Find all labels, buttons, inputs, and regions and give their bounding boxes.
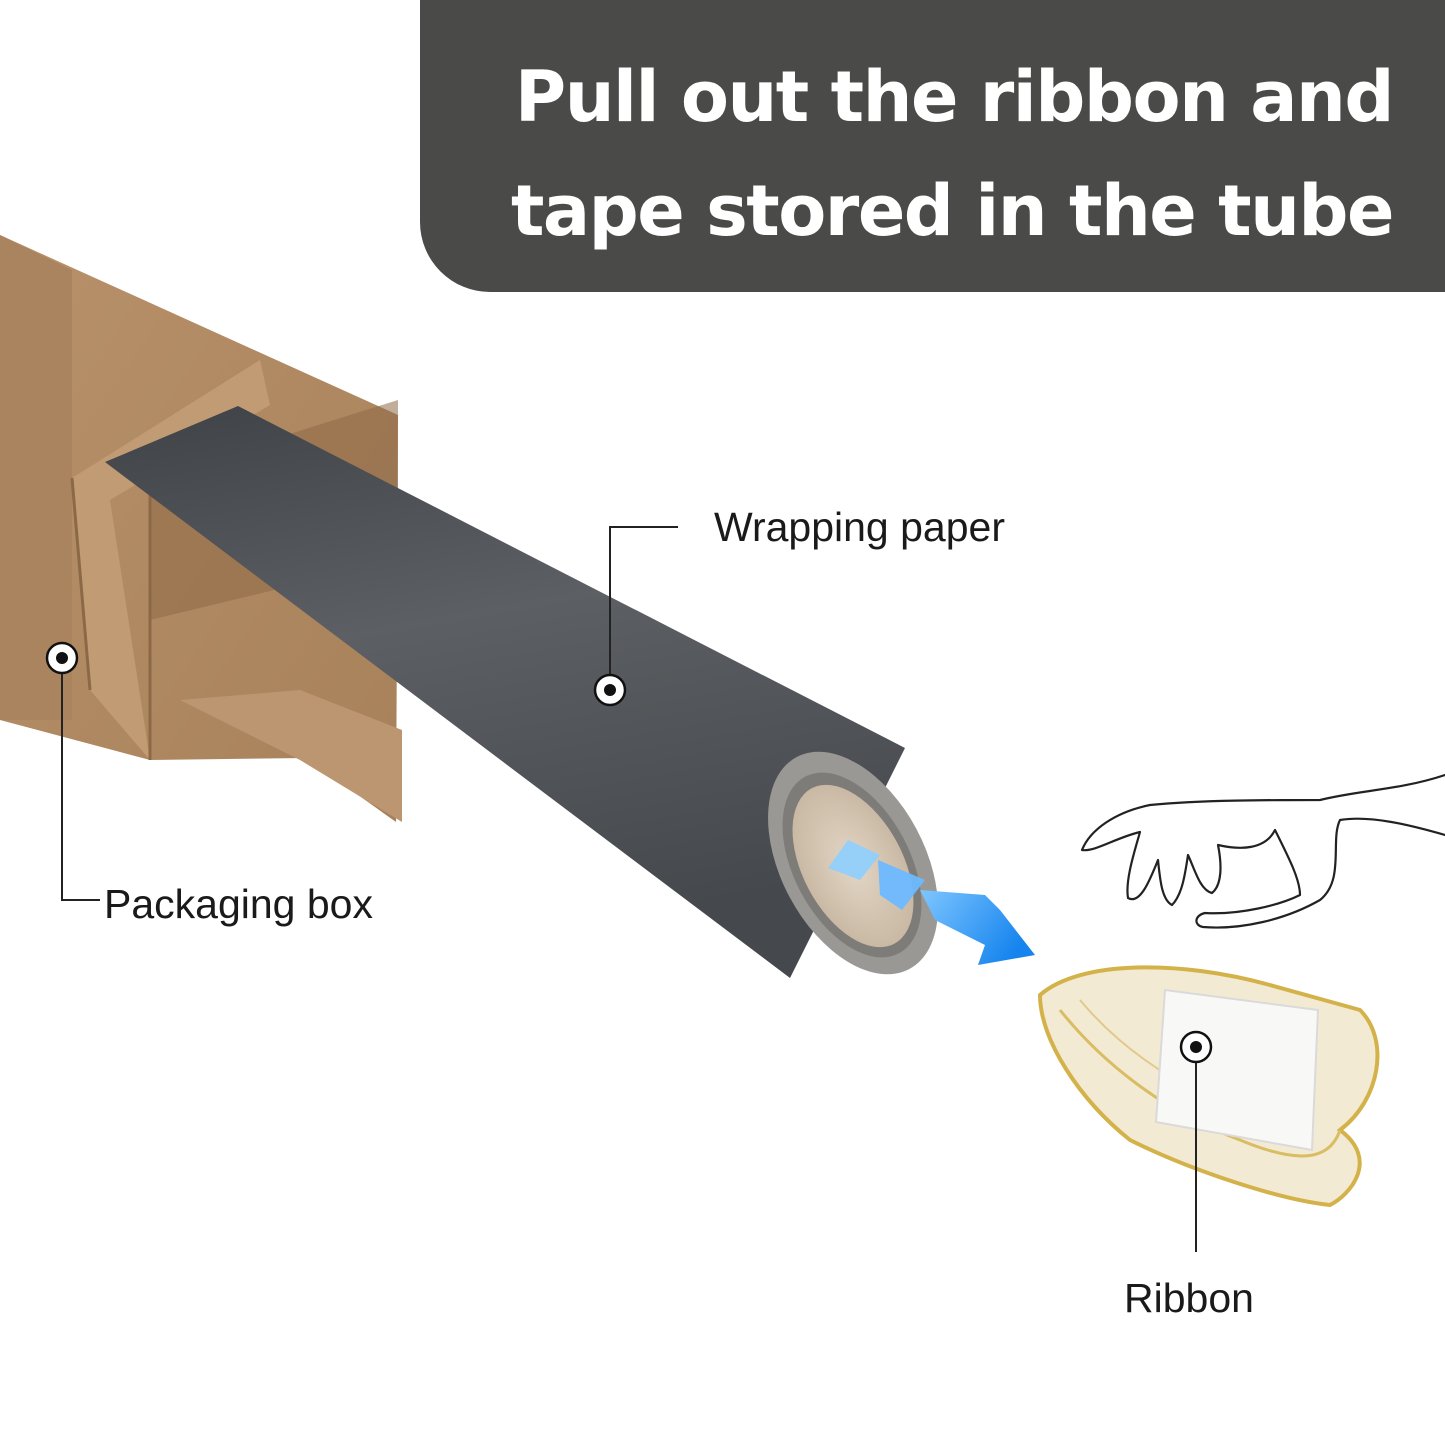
right-arrow-icon (828, 840, 1035, 965)
hand-icon (1080, 773, 1445, 929)
target-dot-icon (45, 641, 1213, 1064)
callout-lines (61, 526, 1197, 1252)
packaging-box-label: Packaging box (104, 881, 373, 927)
ribbon-label: Ribbon (1124, 1275, 1254, 1321)
headline-line-1: Pull out the ribbon and (514, 56, 1395, 138)
wrapping-paper-label: Wrapping paper (714, 504, 1005, 550)
headline-line-2: tape stored in the tube (510, 170, 1395, 252)
headline: Pull out the ribbon and tape stored in t… (510, 40, 1395, 268)
ribbon-bundle (1037, 965, 1380, 1208)
headline-banner: Pull out the ribbon and tape stored in t… (420, 0, 1445, 292)
